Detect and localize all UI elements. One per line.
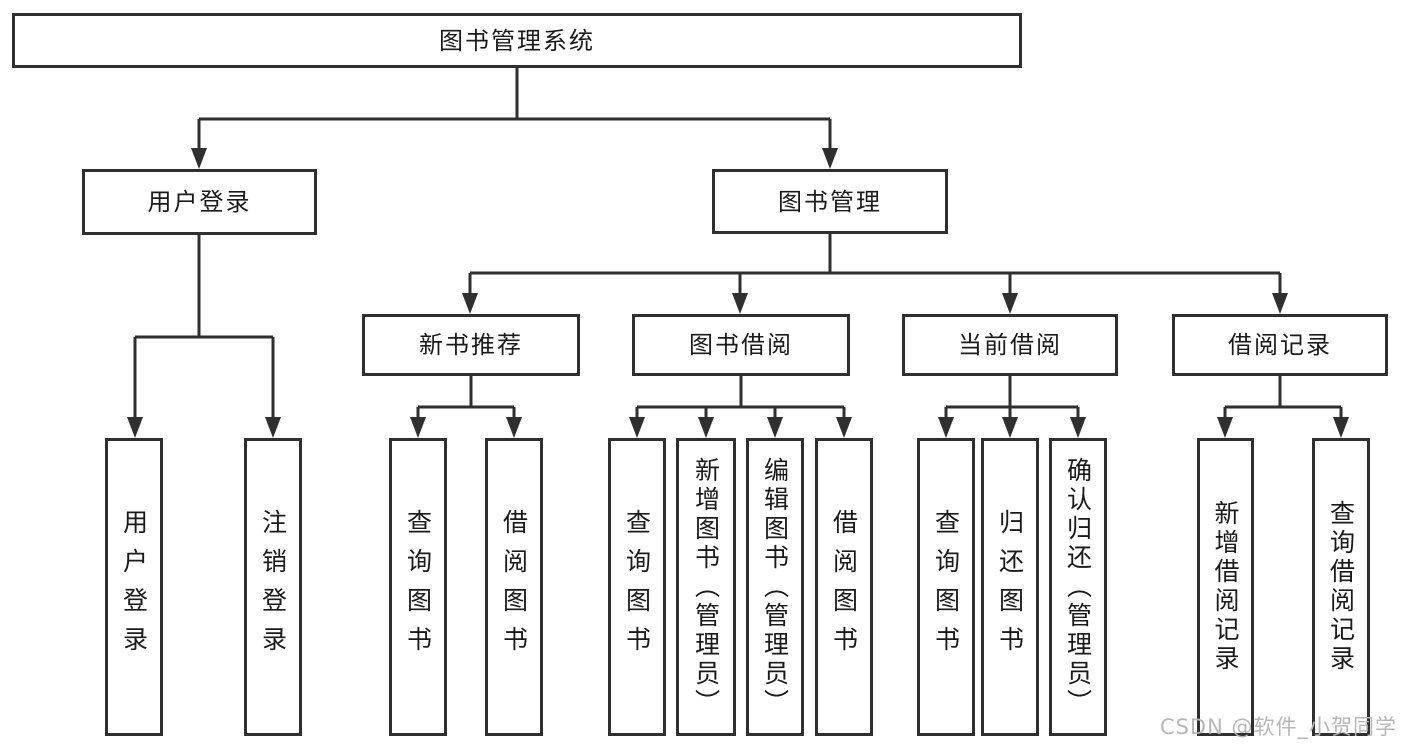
leaf-confirm-return-admin: 确认归还（管理员） [1049,438,1107,736]
leaf-label: 查询借阅记录 [1326,500,1356,674]
node-current-borrow: 当前借阅 [902,314,1118,376]
node-label: 用户登录 [147,188,252,216]
node-borrow-records: 借阅记录 [1172,314,1388,376]
node-label: 图书借阅 [689,331,793,359]
watermark: CSDN @软件_小贺同学 [1159,715,1397,739]
leaf-query-books-current: 查询图书 [917,438,975,736]
leaf-query-borrow-record: 查询借阅记录 [1312,438,1370,736]
arrowheads [127,148,1349,438]
leaf-label: 新增借阅记录 [1211,500,1240,674]
leaf-edit-book-admin: 编辑图书（管理员） [746,438,804,736]
leaf-borrow-books-recommend: 借阅图书 [485,438,543,736]
leaf-add-borrow-record: 新增借阅记录 [1197,438,1254,736]
node-label: 借阅记录 [1228,331,1332,359]
leaf-logout: 注销登录 [244,438,302,736]
leaf-add-book-admin: 新增图书（管理员） [676,438,736,736]
node-label: 当前借阅 [958,331,1062,359]
leaf-label: 查询图书 [403,509,433,665]
node-root-label: 图书管理系统 [439,26,595,55]
leaf-return-books: 归还图书 [981,438,1039,736]
node-label: 新书推荐 [419,331,523,359]
leaf-label: 借阅图书 [829,509,859,665]
node-book-management: 图书管理 [712,169,948,234]
leaf-label: 查询图书 [931,509,961,665]
leaf-label: 确认归还（管理员） [1063,456,1093,718]
node-root: 图书管理系统 [12,13,1022,68]
leaf-label: 新增图书（管理员） [691,456,721,718]
leaf-user-login: 用户登录 [105,438,163,736]
leaf-label: 编辑图书（管理员） [760,456,790,718]
node-user-login-group: 用户登录 [82,169,317,235]
node-label: 图书管理 [778,187,882,216]
leaf-label: 查询图书 [622,509,652,665]
leaf-label: 用户登录 [119,509,149,665]
leaf-label: 借阅图书 [499,509,529,665]
leaf-borrow-books: 借阅图书 [815,438,873,736]
leaf-query-books-borrow: 查询图书 [608,438,666,736]
node-new-book-recommend: 新书推荐 [362,314,580,376]
leaf-query-books-recommend: 查询图书 [389,438,447,736]
node-book-borrow: 图书借阅 [632,314,850,376]
leaf-label: 注销登录 [258,509,288,665]
leaf-label: 归还图书 [995,509,1025,665]
